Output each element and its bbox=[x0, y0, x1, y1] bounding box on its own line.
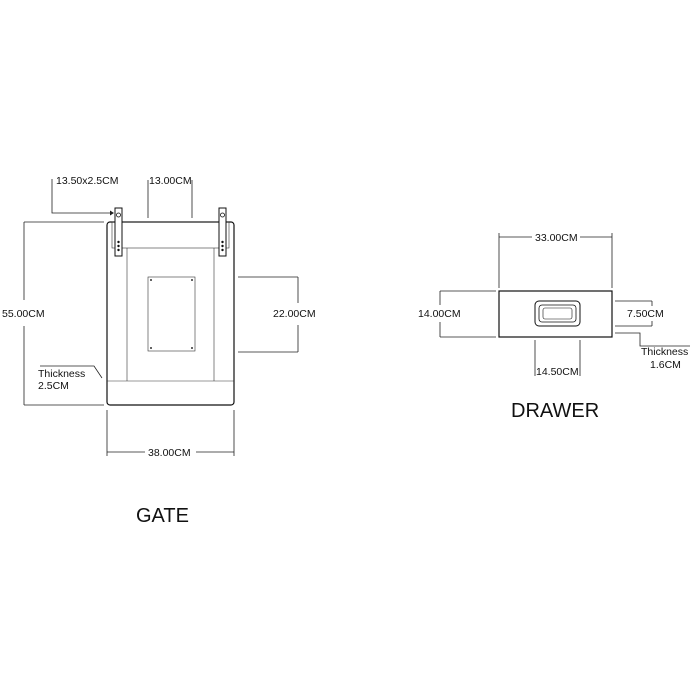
gate-drawing: 13.50x2.5CM 13.00CM 55.00CM 22.00CM 38.0… bbox=[2, 175, 316, 527]
drawer-height-dim-label: 14.00CM bbox=[418, 308, 461, 320]
drawer-thickness-leader bbox=[615, 332, 690, 347]
gate-window bbox=[147, 276, 196, 352]
drawer-handle bbox=[534, 300, 581, 327]
drawer-drawing: 33.00CM 14.00CM 7.50CM 14.50CM Thickness… bbox=[418, 232, 690, 422]
handle-height-dim-label: 7.50CM bbox=[627, 308, 664, 320]
top-gap-dim-label: 13.00CM bbox=[149, 175, 192, 187]
gate-top-rail bbox=[111, 221, 230, 249]
gate-thickness-label: Thickness bbox=[38, 368, 85, 380]
gate-thickness-leader bbox=[40, 365, 103, 379]
handle-width-dim-label: 14.50CM bbox=[536, 366, 579, 378]
drawer-title: DRAWER bbox=[511, 400, 599, 422]
window-height-dim-label: 22.00CM bbox=[273, 308, 316, 320]
gate-window-screw bbox=[191, 279, 193, 281]
gate-height-dim-label: 55.00CM bbox=[2, 308, 45, 320]
gate-window-screw bbox=[191, 347, 193, 349]
drawer-thickness-label: Thickness bbox=[641, 346, 688, 358]
gate-window-screw bbox=[150, 347, 152, 349]
drawer-thickness-value: 1.6CM bbox=[650, 359, 681, 371]
drawer-front bbox=[498, 290, 613, 338]
gate-title: GATE bbox=[136, 505, 189, 527]
gate-thickness-value: 2.5CM bbox=[38, 380, 69, 392]
hanger-leader-arrow bbox=[110, 210, 114, 216]
gate-left-hanger bbox=[114, 207, 123, 257]
hanger-dim-label: 13.50x2.5CM bbox=[56, 175, 118, 187]
hanger-leader-line bbox=[51, 179, 110, 214]
gate-width-dim-label: 38.00CM bbox=[148, 447, 191, 459]
gate-window-screw bbox=[150, 279, 152, 281]
drawer-width-dim-label: 33.00CM bbox=[535, 232, 578, 244]
gate-right-hanger bbox=[218, 207, 227, 257]
gate-panel bbox=[106, 221, 235, 406]
